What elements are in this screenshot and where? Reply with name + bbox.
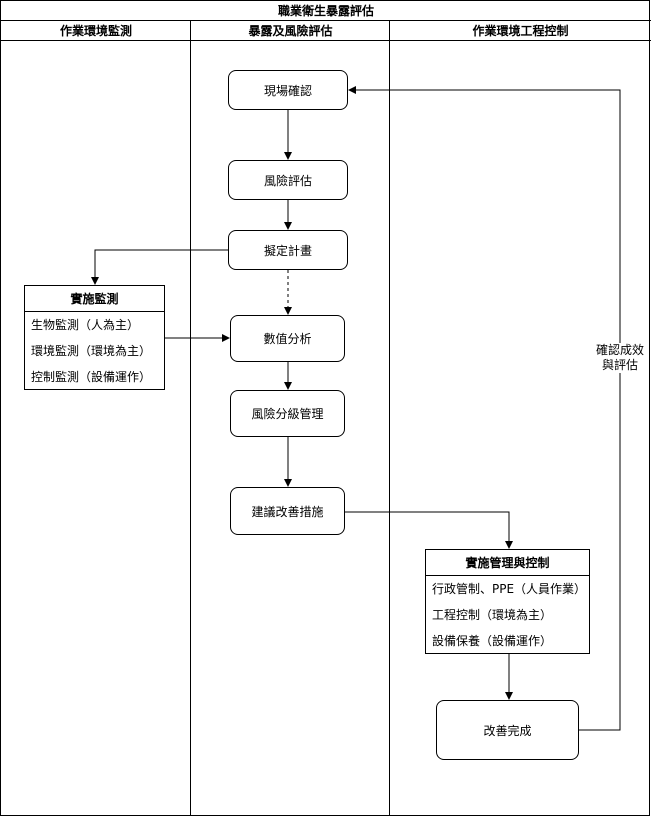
edge-label-line: 與評估: [601, 358, 638, 372]
lane-divider: [389, 20, 390, 816]
node-suggest-improvement: 建議改善措施: [230, 487, 345, 535]
lane-header-risk-assessment: 暴露及風險評估: [191, 21, 390, 41]
control-item: 行政管制、PPE（人員作業）: [432, 582, 587, 596]
edge-label-confirm-evaluate: 確認成效 與評估: [594, 343, 646, 373]
control-item: 工程控制（環境為主）: [432, 608, 553, 622]
control-box: 實施管理與控制 行政管制、PPE（人員作業） 工程控制（環境為主） 設備保養（設…: [425, 549, 590, 654]
monitoring-box: 實施監測 生物監測（人為主） 環境監測（環境為主） 控制監測（設備運作）: [24, 285, 165, 390]
edge-plan-to-monitoring: [91, 249, 228, 285]
monitoring-item: 控制監測（設備運作）: [31, 370, 152, 384]
lane-header-engineering-control: 作業環境工程控制: [390, 21, 651, 41]
edge-suggest-to-control: [345, 511, 513, 549]
monitoring-title: 實施監測: [25, 286, 164, 312]
node-plan: 擬定計畫: [228, 230, 348, 270]
node-numeric-analysis: 數值分析: [230, 315, 345, 362]
control-item: 設備保養（設備運作）: [432, 634, 553, 648]
lane-divider: [190, 20, 191, 816]
lane-header-monitoring: 作業環境監測: [1, 21, 191, 41]
node-site-check: 現場確認: [228, 70, 348, 110]
monitoring-item: 環境監測（環境為主）: [31, 344, 152, 358]
node-risk-assessment: 風險評估: [228, 160, 348, 200]
edge-done-to-site: [348, 86, 621, 731]
edge-label-line: 確認成效: [595, 343, 644, 357]
node-risk-grading: 風險分級管理: [230, 390, 345, 437]
control-title: 實施管理與控制: [426, 550, 589, 576]
monitoring-item: 生物監測（人為主）: [31, 318, 140, 332]
node-improvement-done: 改善完成: [436, 700, 579, 760]
diagram-title: 職業衛生暴露評估: [1, 1, 651, 21]
